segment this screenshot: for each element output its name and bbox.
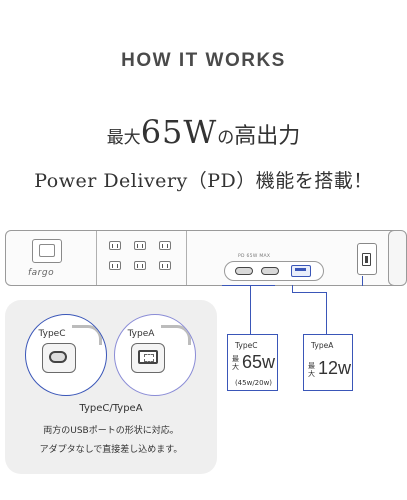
spec-typea-title: TypeA bbox=[311, 341, 334, 350]
ac-outlet-icon bbox=[134, 261, 146, 270]
usb-a-port-icon bbox=[291, 265, 311, 277]
headline-prefix: 最大 bbox=[106, 128, 141, 148]
cable-icon bbox=[161, 325, 191, 345]
strip-end-cap bbox=[388, 230, 407, 286]
spec-typec-max-label: 最大 bbox=[232, 355, 239, 371]
spec-box-typec: TypeC 最大 65w (45w/20w) bbox=[227, 334, 278, 391]
usb-a-connector-icon bbox=[138, 350, 158, 364]
spec-typec-title: TypeC bbox=[235, 341, 258, 350]
spec-typec-sub: (45w/20w) bbox=[234, 379, 273, 387]
usb-compat-panel: TypeC TypeA TypeC/TypeA 両方のUSBポートの形状に対応。… bbox=[5, 300, 217, 474]
usb-a-port-icon bbox=[362, 253, 371, 266]
callout-typec-bracket bbox=[222, 285, 275, 287]
headline-particle: の bbox=[217, 128, 235, 148]
ac-outlet-icon bbox=[109, 241, 121, 250]
spec-typea-max-label: 最大 bbox=[308, 362, 315, 378]
usb-c-connector-icon bbox=[49, 351, 67, 363]
ac-outlet-icon bbox=[159, 241, 171, 250]
spec-typea-value: 12w bbox=[318, 358, 352, 378]
usb-c-port-icon bbox=[261, 267, 279, 275]
switch-rocker-icon bbox=[39, 244, 55, 257]
callout-typea-line bbox=[292, 285, 294, 293]
headline-power-delivery: Power Delivery（PD）機能を搭載！ bbox=[34, 170, 373, 192]
strip-divider bbox=[96, 231, 98, 285]
panel-title: TypeC/TypeA bbox=[79, 403, 143, 414]
spec-typec-value: 65w bbox=[242, 352, 276, 372]
cable-icon bbox=[72, 325, 102, 345]
headline-wattage: 65W bbox=[140, 113, 218, 151]
typea-plug-label: TypeA bbox=[127, 329, 155, 339]
usb-port-panel bbox=[224, 261, 324, 281]
callout-side-line bbox=[362, 276, 364, 286]
strip-divider bbox=[186, 231, 188, 285]
section-kicker: HOW IT WORKS bbox=[121, 50, 286, 71]
typea-plug-circle: TypeA bbox=[114, 314, 196, 396]
usb-a-plug-icon bbox=[131, 343, 165, 373]
ac-outlet-icon bbox=[134, 241, 146, 250]
callout-typea-line bbox=[292, 292, 326, 294]
typec-plug-circle: TypeC bbox=[25, 314, 107, 396]
power-strip-illustration: fargo PD 65W MAX bbox=[5, 230, 405, 286]
callout-typec-line bbox=[250, 285, 252, 334]
usb-c-plug-icon bbox=[42, 343, 76, 373]
brand-logo: fargo bbox=[28, 268, 55, 278]
headline-suffix: 高出力 bbox=[234, 124, 301, 149]
side-usb-port bbox=[357, 243, 377, 275]
power-switch-icon bbox=[32, 239, 62, 263]
usb-c-port-icon bbox=[235, 267, 253, 275]
callout-typea-line bbox=[326, 292, 328, 334]
typec-plug-label: TypeC bbox=[38, 329, 66, 339]
panel-description-line2: アダプタなしで直接差し込めます。 bbox=[39, 445, 183, 455]
ac-outlet-icon bbox=[159, 261, 171, 270]
headline-max-output: 最大65Wの高出力 bbox=[0, 116, 407, 154]
panel-description-line1: 両方のUSBポートの形状に対応。 bbox=[43, 426, 179, 436]
pd-max-label: PD 65W MAX bbox=[238, 254, 271, 259]
spec-box-typea: TypeA 最大 12w bbox=[303, 334, 353, 391]
ac-outlet-icon bbox=[109, 261, 121, 270]
